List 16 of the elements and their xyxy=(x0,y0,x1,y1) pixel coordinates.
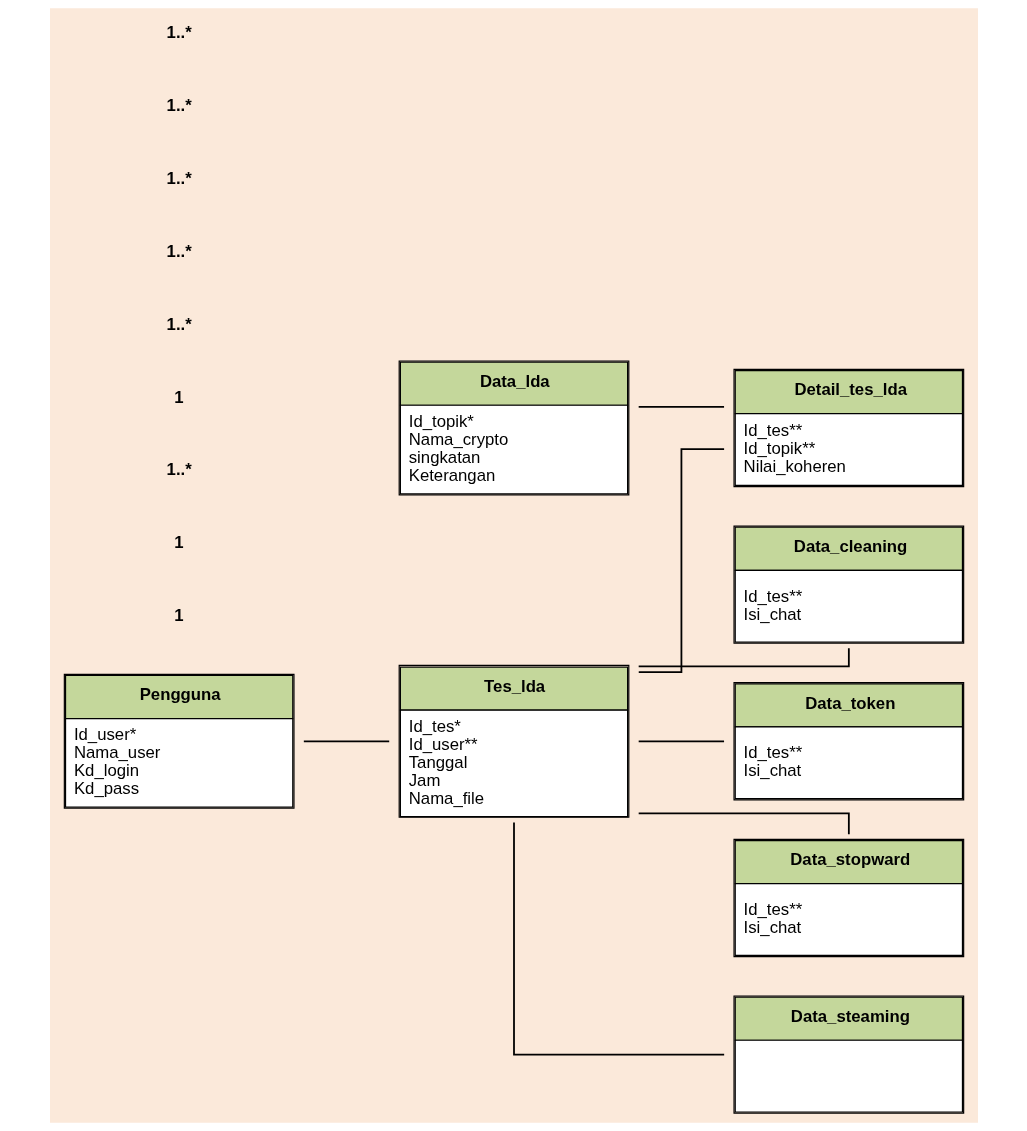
label: 1..* xyxy=(166,314,192,334)
connector xyxy=(637,448,725,674)
connector xyxy=(302,740,390,743)
connector xyxy=(637,740,725,743)
label: 1..* xyxy=(166,168,192,188)
connector xyxy=(637,405,725,408)
label: 1..* xyxy=(166,460,192,480)
connector xyxy=(637,647,850,668)
label: 1 xyxy=(173,606,184,626)
label: 1 xyxy=(173,387,184,407)
label: 1..* xyxy=(166,22,192,42)
label: 1..* xyxy=(166,241,192,261)
label: 1 xyxy=(173,533,184,553)
label: 1..* xyxy=(166,95,192,115)
connector xyxy=(637,812,850,836)
connector xyxy=(512,821,725,1056)
